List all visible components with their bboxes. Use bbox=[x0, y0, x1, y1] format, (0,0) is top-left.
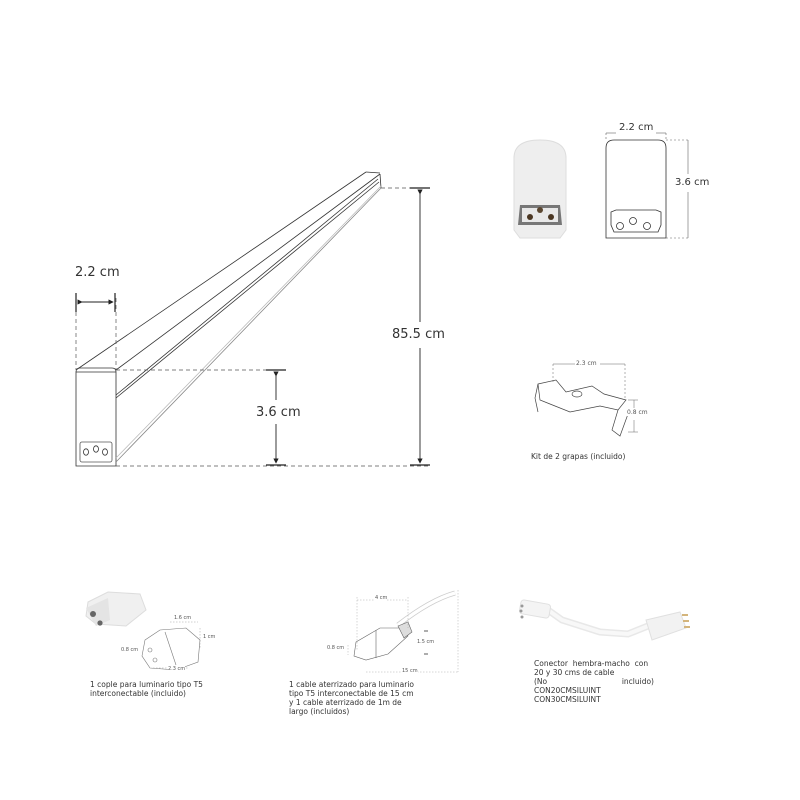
led-profile-drawing bbox=[75, 171, 382, 467]
clip-caption: Kit de 2 grapas (incluido) bbox=[531, 452, 626, 461]
connector-code: CON20CMSILUINT bbox=[534, 686, 601, 695]
profile-height-label: 3.6 cm bbox=[256, 405, 301, 420]
coupler-caption-line: 1 cople para luminario tipo T5 bbox=[90, 680, 203, 689]
cable-caption-line: 1 cable aterrizado para luminario bbox=[289, 680, 415, 689]
cable-caption: 1 cable aterrizado para luminario tipo T… bbox=[289, 680, 414, 716]
connector-caption-line: Conector hembra-macho con bbox=[534, 659, 649, 668]
clip-height-label: 0.8 cm bbox=[627, 409, 648, 416]
connector-not-included: (No incluido) bbox=[534, 677, 654, 686]
coupler-drawing bbox=[141, 627, 201, 671]
coupler-caption: 1 cople para luminario tipo T5 intercone… bbox=[90, 680, 203, 698]
connector-caption: Conector hembra-macho con 20 y 30 cms de… bbox=[534, 659, 654, 704]
end-cap-photo bbox=[513, 139, 567, 239]
end-cap-width-label: 2.2 cm bbox=[619, 122, 654, 133]
clip-width-label: 2.3 cm bbox=[576, 360, 597, 367]
grounded-cable-drawing bbox=[353, 590, 456, 661]
end-cap-drawing bbox=[605, 139, 667, 239]
cable-caption-line: y 1 cable aterrizado de 1m de bbox=[289, 698, 402, 707]
end-cap-height-label: 3.6 cm bbox=[675, 177, 710, 188]
cable-caption-line: tipo T5 interconectable de 15 cm bbox=[289, 689, 414, 698]
cable-top-label: 4 cm bbox=[375, 595, 388, 601]
connector-included-text: incluido) bbox=[621, 677, 654, 686]
coupler-photo bbox=[85, 591, 147, 627]
cable-mid-label: 1.5 cm bbox=[417, 639, 435, 645]
connector-no-text: (No bbox=[534, 677, 548, 686]
connector-photo bbox=[518, 599, 690, 641]
coupler-caption-line: interconectable (incluido) bbox=[90, 689, 186, 698]
cable-side-label: 0.8 cm bbox=[327, 645, 345, 651]
coupler-height-label: 1 cm bbox=[203, 634, 216, 640]
cable-bottom-label: 15 cm bbox=[402, 668, 418, 674]
coupler-length-label: 1.6 cm bbox=[174, 615, 192, 621]
connector-caption-line: 20 y 30 cms de cable bbox=[534, 668, 615, 677]
clip-drawing bbox=[534, 379, 629, 437]
connector-code: CON30CMSILUINT bbox=[534, 695, 601, 704]
profile-width-label: 2.2 cm bbox=[75, 265, 120, 280]
profile-length-label: 85.5 cm bbox=[392, 327, 445, 342]
cable-caption-line: largo (incluidos) bbox=[289, 707, 350, 716]
coupler-width-label: 2.3 cm bbox=[168, 666, 186, 672]
coupler-side-label: 0.8 cm bbox=[121, 647, 139, 653]
